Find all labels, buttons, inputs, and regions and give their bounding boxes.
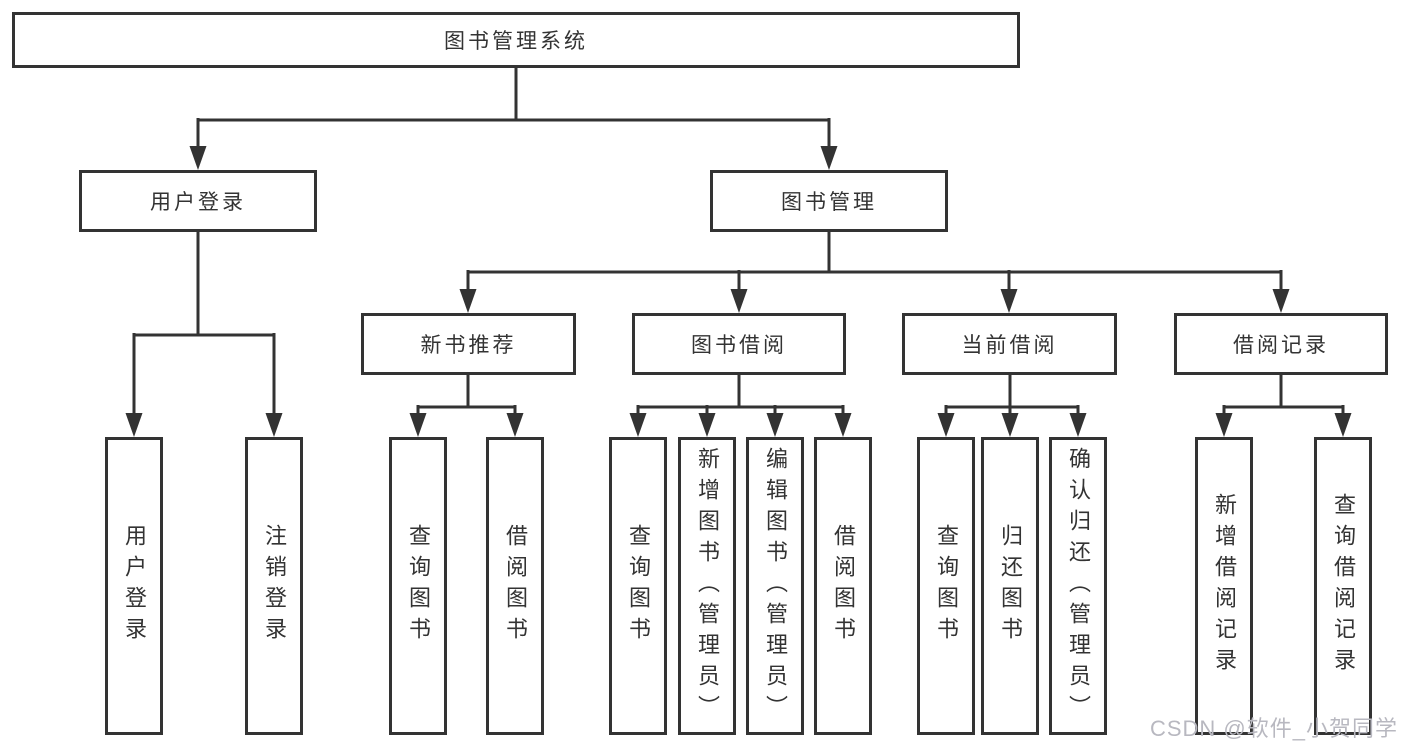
- leaf-return-book: 归还图书: [981, 437, 1039, 735]
- leaf-borrow-book: 借阅图书: [814, 437, 872, 735]
- leaf-confirm-return-admin: 确认归还（管理员）: [1049, 437, 1107, 735]
- leaf-confirm-return-admin-label: 确认归还（管理员）: [1066, 446, 1091, 726]
- leaf-add-borrow-record-label: 新增借阅记录: [1212, 493, 1237, 679]
- leaf-add-book-admin-label: 新增图书（管理员）: [695, 446, 720, 726]
- csdn-watermark: CSDN @软件_小贺同学: [1149, 716, 1398, 741]
- leaf-edit-book-admin: 编辑图书（管理员）: [746, 437, 804, 735]
- node-book-management-label: 图书管理: [781, 191, 877, 214]
- leaf-user-login: 用户登录: [105, 437, 163, 735]
- leaf-query-borrow-record-label: 查询借阅记录: [1331, 493, 1356, 679]
- leaf-recommend-borrow-book: 借阅图书: [486, 437, 544, 735]
- leaf-current-query-book: 查询图书: [917, 437, 975, 735]
- leaf-add-borrow-record: 新增借阅记录: [1195, 437, 1253, 735]
- leaf-recommend-query-book: 查询图书: [389, 437, 447, 735]
- leaf-return-book-label: 归还图书: [998, 524, 1023, 648]
- node-borrow-record: 借阅记录: [1174, 313, 1388, 375]
- leaf-recommend-borrow-book-label: 借阅图书: [503, 524, 528, 648]
- leaf-recommend-query-book-label: 查询图书: [406, 524, 431, 648]
- leaf-query-borrow-record: 查询借阅记录: [1314, 437, 1372, 735]
- node-book-borrow: 图书借阅: [632, 313, 846, 375]
- leaf-borrow-query-book-label: 查询图书: [626, 524, 651, 648]
- leaf-borrow-book-label: 借阅图书: [831, 524, 856, 648]
- leaf-current-query-book-label: 查询图书: [934, 524, 959, 648]
- leaf-logout: 注销登录: [245, 437, 303, 735]
- node-current-borrow-label: 当前借阅: [961, 334, 1058, 357]
- node-root-label: 图书管理系统: [444, 30, 588, 53]
- leaf-edit-book-admin-label: 编辑图书（管理员）: [763, 446, 788, 726]
- leaf-borrow-query-book: 查询图书: [609, 437, 667, 735]
- node-new-book-recommend-label: 新书推荐: [420, 334, 517, 357]
- node-user-login-label: 用户登录: [150, 191, 246, 214]
- leaf-add-book-admin: 新增图书（管理员）: [678, 437, 736, 735]
- leaf-user-login-label: 用户登录: [122, 524, 147, 648]
- node-current-borrow: 当前借阅: [902, 313, 1117, 375]
- node-user-login: 用户登录: [79, 170, 317, 232]
- node-borrow-record-label: 借阅记录: [1233, 334, 1329, 357]
- node-root: 图书管理系统: [12, 12, 1020, 68]
- node-book-management: 图书管理: [710, 170, 948, 232]
- leaf-logout-label: 注销登录: [262, 524, 287, 648]
- node-new-book-recommend: 新书推荐: [361, 313, 576, 375]
- node-book-borrow-label: 图书借阅: [691, 334, 787, 357]
